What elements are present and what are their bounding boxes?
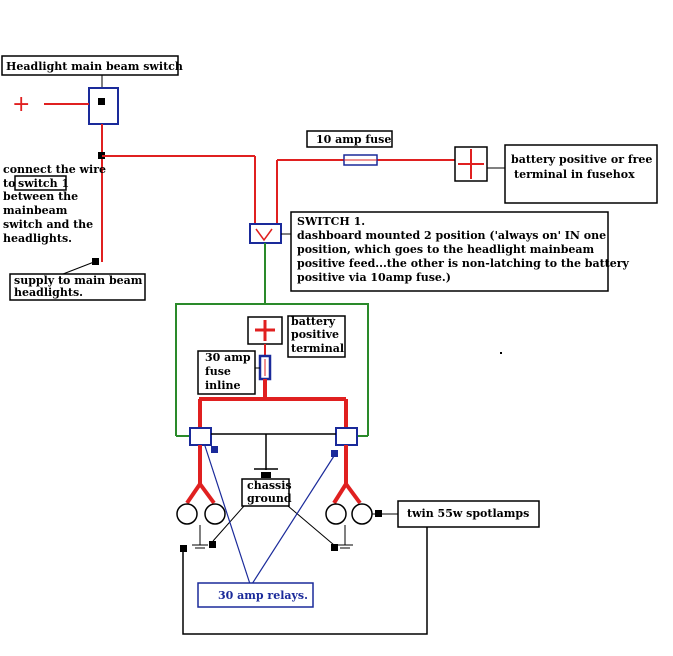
black-return-loop [182, 527, 428, 635]
lamp-node [375, 510, 382, 517]
relay-trigger-left [211, 446, 218, 453]
headlight-switch-box [88, 87, 119, 125]
switch1-box [249, 223, 282, 244]
fuse30-line-2: fuse [205, 365, 231, 378]
relay-left [189, 427, 212, 446]
battery-terminal-line-3: terminal [291, 342, 344, 355]
battery-terminal-line-2: positive [291, 328, 339, 341]
switch1-line-2: dashboard mounted 2 position ('always on… [297, 229, 606, 242]
headlight-switch-label: Headlight main beam switch [6, 60, 183, 73]
red-fork-left-b [198, 482, 216, 505]
fuse30-line-3: inline [205, 379, 241, 392]
ground-node [331, 544, 338, 551]
relays-label: 30 amp relays. [218, 589, 308, 602]
ground-wire-right [287, 505, 335, 546]
plus-icon: + [12, 92, 30, 117]
ground-wire-left [212, 505, 245, 542]
connect-wire-line-2: to [3, 177, 15, 190]
junction-node [98, 152, 105, 159]
spotlamps-label: twin 55w spotlamps [407, 507, 529, 520]
return-node [180, 545, 187, 552]
red-fork-right-b [344, 482, 362, 505]
fuse30-label-box [197, 350, 256, 395]
blue-leader-right [251, 455, 335, 585]
fuse30-line-1: 30 amp [205, 351, 251, 364]
battery-free-line-2: terminal in fusehox [514, 168, 635, 181]
switch-terminal [98, 98, 105, 105]
green-loop [175, 303, 369, 436]
ground-node [261, 472, 271, 478]
switch1-ref-box [14, 175, 67, 191]
lamp-2 [204, 503, 226, 525]
supply-line-1: supply to main beam [14, 274, 143, 287]
switch1-line-1: SWITCH 1. [297, 215, 365, 228]
red-wiring-top [92, 124, 455, 265]
relay-right [335, 427, 358, 446]
chassis-line-2: ground [247, 492, 292, 505]
switch1-group [249, 223, 291, 303]
supply-node [92, 258, 99, 265]
switch1-line-3: position, which goes to the headlight ma… [297, 243, 595, 256]
chassis-line-1: chassis [247, 479, 292, 492]
connect-wire-line-3: between the [3, 190, 78, 203]
lamp-4 [351, 503, 373, 525]
supply-line-2: headlights. [14, 286, 83, 299]
connect-wire-line-6: headlights. [3, 232, 72, 245]
chassis-label-box [241, 478, 290, 507]
battery-free-label-box [504, 144, 658, 204]
supply-label-box [9, 273, 146, 301]
switch1-label-box [290, 211, 609, 292]
battery-terminal-line-1: battery [291, 315, 336, 328]
switch1-contacts [255, 228, 273, 242]
connect-wire-switch-ref: switch 1 [18, 177, 69, 190]
battery-positive-top [454, 146, 505, 182]
connect-wire-line-1: connect the wire [3, 163, 106, 176]
battery-free-line-1: battery positive or free [511, 153, 652, 166]
blue-leader-left [204, 445, 251, 585]
stray-dot [500, 352, 502, 354]
fuse-10-label: 10 amp fuse [316, 133, 391, 146]
battery-positive-mid [247, 316, 283, 356]
leader-line [62, 261, 95, 275]
switch1-line-5: positive via 10amp fuse.) [297, 271, 451, 284]
connect-wire-line-5: switch and the [3, 218, 93, 231]
headlight-switch-group: Headlight main beam switch + [1, 55, 183, 125]
red-fork-left-a [185, 482, 202, 505]
red-fork-right-a [332, 482, 348, 505]
headlight-switch-label-box [1, 55, 179, 76]
fuse-10-label-box [306, 130, 393, 148]
connect-wire-line-4: mainbeam [3, 204, 68, 217]
battery-terminal-label-box [287, 315, 346, 358]
switch1-line-4: positive feed...the other is non-latchin… [297, 257, 630, 270]
relays-label-box [197, 582, 314, 608]
spotlamps-label-box [397, 500, 540, 528]
ground-node [209, 541, 216, 548]
relay-trigger-right [331, 450, 338, 457]
lamp-1 [176, 503, 198, 525]
lamp-3 [325, 503, 347, 525]
